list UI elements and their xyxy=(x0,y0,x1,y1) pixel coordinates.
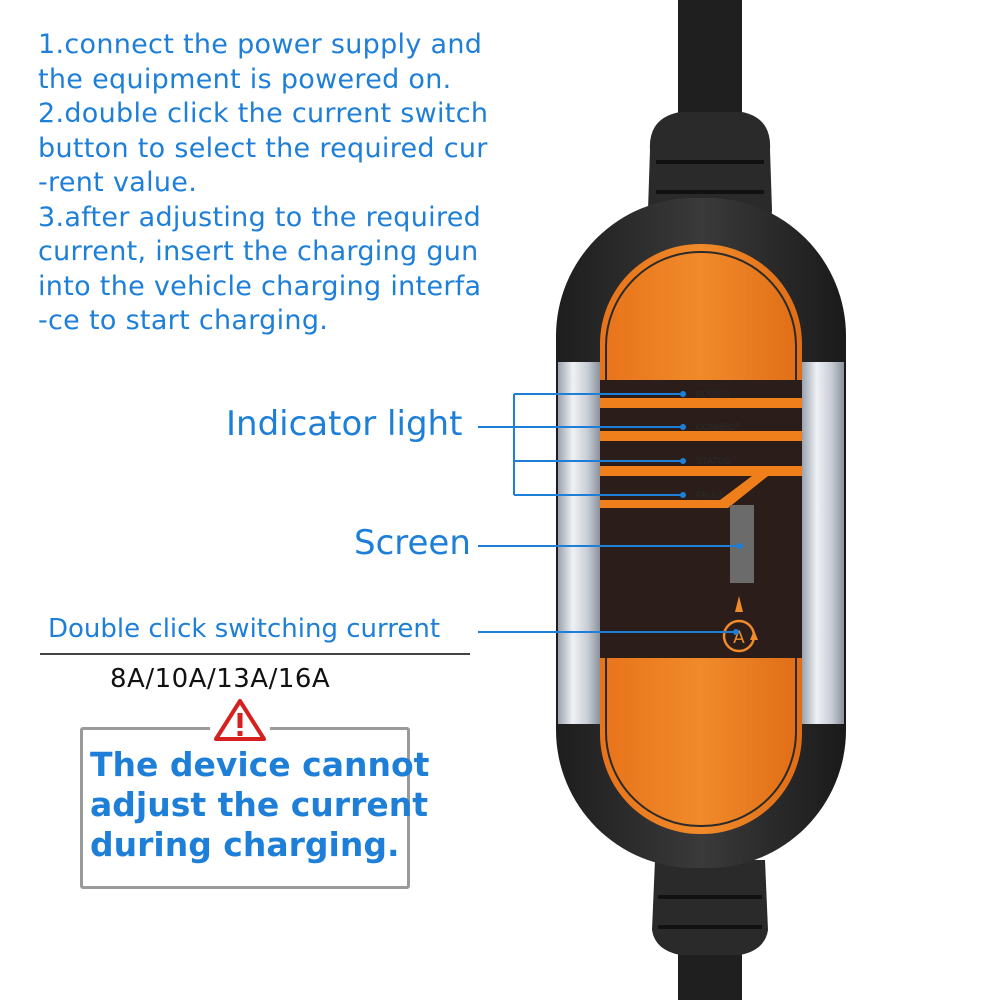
warning-message: The device cannot adjust the current dur… xyxy=(90,745,430,865)
instruction-line: 2.double click the current switch xyxy=(38,98,489,129)
indicator-status-label: STATUS xyxy=(696,456,730,466)
divider-line xyxy=(40,653,470,655)
relief-groove xyxy=(656,160,764,164)
screen-label: Screen xyxy=(354,523,471,563)
arrow-up-icon xyxy=(735,596,743,612)
indicator-fault-label: FAULT xyxy=(696,490,724,500)
warning-line: adjust the current xyxy=(90,785,428,824)
warning-line: during charging. xyxy=(90,825,400,864)
indicator-strip xyxy=(600,398,802,408)
rotate-arrow-icon xyxy=(750,630,758,640)
instruction-line: into the vehicle charging interfa xyxy=(38,270,482,302)
indicator-power-label: POWER xyxy=(696,389,731,399)
instruction-line: button to select the required cur xyxy=(38,132,488,164)
instruction-line: current, insert the charging gun xyxy=(38,236,479,267)
instruction-line: 3.after adjusting to the required xyxy=(38,201,482,233)
current-values: 8A/10A/13A/16A xyxy=(110,664,331,694)
indicator-connect-label: CONNECT xyxy=(696,422,741,432)
instruction-line: the equipment is powered on. xyxy=(38,63,452,95)
button-callout-dot xyxy=(733,629,739,635)
warning-line: The device cannot xyxy=(90,745,430,784)
strain-relief-bottom xyxy=(652,860,768,955)
indicator-strip xyxy=(600,476,768,508)
indicator-strip xyxy=(600,431,802,441)
screen-callout-dot xyxy=(737,543,743,549)
relief-groove xyxy=(658,895,762,899)
silver-band-left xyxy=(558,362,600,724)
instruction-line: -rent value. xyxy=(38,167,198,198)
double-click-label: Double click switching current xyxy=(48,614,441,644)
warning-triangle-icon xyxy=(210,695,270,743)
silver-band-right xyxy=(802,362,844,724)
relief-groove xyxy=(656,190,764,194)
instruction-line: -ce to start charging. xyxy=(38,305,329,336)
indicator-light-label: Indicator light xyxy=(226,404,463,444)
instruction-steps: 1.connect the power supply and the equip… xyxy=(38,28,518,339)
indicator-strip xyxy=(600,466,802,476)
relief-groove xyxy=(658,925,762,929)
instruction-line: 1.connect the power supply and xyxy=(38,29,483,60)
indicator-callout-lines xyxy=(478,393,683,496)
